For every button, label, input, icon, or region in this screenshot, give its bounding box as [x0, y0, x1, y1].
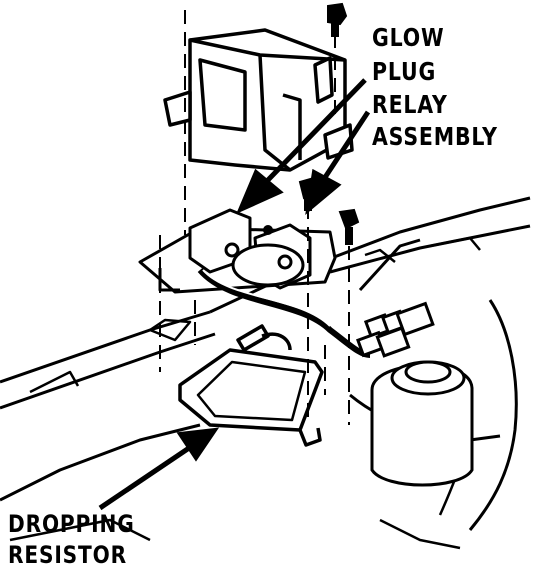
- alignment-lines: [159, 10, 350, 425]
- label-relay: RELAY: [372, 90, 448, 119]
- relay-bracket: [138, 208, 371, 358]
- label-glow: GLOW: [372, 23, 445, 52]
- label-dropping: DROPPING: [8, 510, 135, 538]
- dropping-resistor-part: [178, 324, 324, 447]
- label-assembly: ASSEMBLY: [372, 122, 498, 151]
- wire-connectors: [356, 301, 435, 358]
- coolant-reservoir: [370, 360, 474, 487]
- relay-housing: [163, 28, 354, 172]
- label-resistor: RESISTOR: [8, 541, 127, 569]
- callout-arrows: [98, 78, 371, 511]
- label-plug: PLUG: [372, 57, 437, 86]
